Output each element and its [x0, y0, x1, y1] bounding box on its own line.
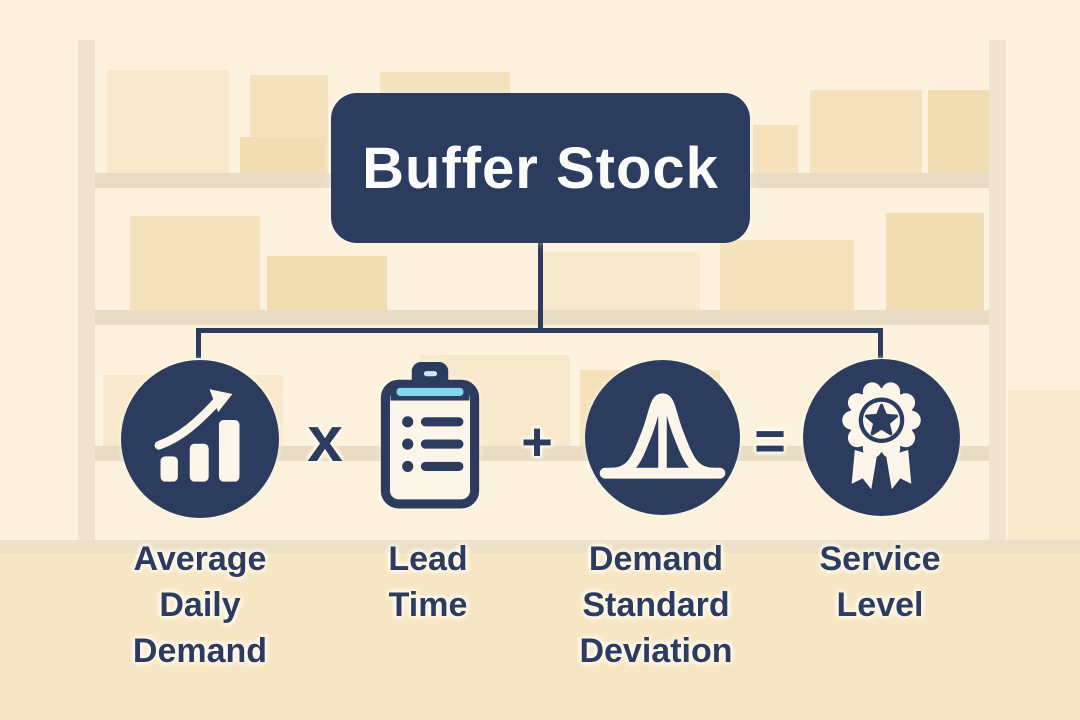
warehouse-box	[1008, 390, 1080, 540]
warehouse-box	[240, 137, 326, 173]
clipboard-checklist-icon	[380, 362, 480, 509]
plus-operator: +	[521, 412, 553, 472]
warehouse-box	[107, 70, 229, 173]
warehouse-box	[130, 216, 260, 310]
warehouse-box	[810, 90, 922, 173]
warehouse-box	[540, 252, 700, 310]
connector-horizontal-line	[196, 328, 883, 333]
warehouse-box	[753, 125, 798, 173]
multiply-operator: x	[307, 403, 343, 475]
equals-operator: =	[754, 411, 786, 471]
title-box: Buffer Stock	[331, 93, 750, 243]
connector-right-drop-line	[878, 328, 883, 358]
warehouse-box	[720, 240, 854, 310]
label-average-daily-demand: Average Daily Demand	[132, 540, 268, 670]
bar-chart-growth-icon	[121, 360, 279, 518]
warehouse-shelf-post-right	[989, 40, 1006, 540]
award-badge-icon	[803, 359, 960, 516]
label-demand-standard-deviation: Demand Standard Deviation	[579, 540, 733, 670]
warehouse-floor	[0, 540, 1080, 720]
warehouse-floor-edge	[0, 540, 1080, 553]
bell-curve-icon	[585, 360, 740, 515]
label-lead-time: Lead Time	[388, 540, 468, 624]
warehouse-shelf-post-left	[78, 40, 95, 540]
connector-left-drop-line	[196, 328, 201, 358]
page-title: Buffer Stock	[362, 135, 719, 201]
warehouse-box	[886, 213, 984, 310]
warehouse-box	[267, 256, 387, 310]
label-service-level: Service Level	[819, 540, 941, 624]
shelf-bar	[82, 310, 1004, 325]
shelf-bar	[82, 446, 1004, 461]
connector-vertical-line	[538, 243, 543, 333]
